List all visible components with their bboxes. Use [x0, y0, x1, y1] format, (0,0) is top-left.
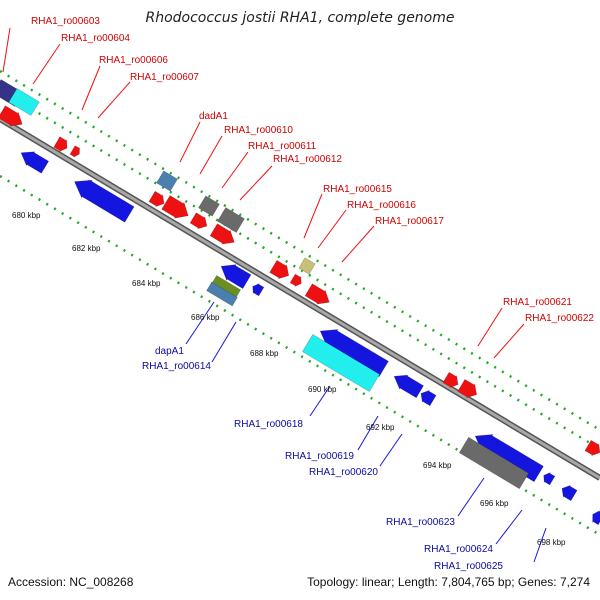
- gene-ro00607: [69, 145, 80, 158]
- scale-tick-label: 680 kbp: [12, 211, 41, 220]
- top-gene-label: RHA1_ro00616: [347, 200, 416, 211]
- top-gene-label: RHA1_ro00610: [224, 125, 293, 136]
- bottom-gene-labels: dapA1RHA1_ro00614RHA1_ro00618RHA1_ro0061…: [142, 346, 503, 572]
- bottom-leader-7: [533, 527, 547, 563]
- top-gene-label: RHA1_ro00607: [130, 72, 199, 83]
- gene-ro00614: [206, 281, 238, 307]
- gene-ro00626: [561, 484, 578, 502]
- gene-ro00622: [457, 378, 478, 399]
- gene-ro00620b: [420, 389, 437, 407]
- top-leader-12: [493, 323, 525, 359]
- scale-tick-label: 692 kbp: [366, 423, 395, 432]
- bottom-gene-label: RHA1_ro00619: [285, 451, 354, 462]
- gene-ro00610a: [148, 190, 165, 208]
- gene-ro00620: [393, 374, 424, 399]
- top-gene-labels: RHA1_ro00603RHA1_ro00604RHA1_ro00606RHA1…: [31, 16, 594, 324]
- top-leader-11: [477, 307, 503, 347]
- scale-tick-label: 696 kbp: [480, 499, 509, 508]
- top-leader-3: [97, 81, 131, 119]
- gene-ro00609: [74, 179, 135, 223]
- bottom-leader-2: [309, 385, 331, 417]
- top-leader-2: [81, 65, 101, 111]
- top-leader-10: [341, 225, 375, 263]
- bottom-leader-4: [379, 433, 403, 467]
- scale-tick-label: 686 kbp: [191, 313, 220, 322]
- gene-ro00605: [0, 105, 23, 127]
- gene-ro00606: [53, 136, 68, 153]
- gene-dada1: [156, 170, 178, 192]
- top-gene-label: RHA1_ro00617: [375, 216, 444, 227]
- bottom-gene-label: RHA1_ro00623: [386, 517, 455, 528]
- accession-text: Accession: NC_008268: [8, 575, 134, 589]
- map-title: Rhodococcus jostii RHA1, complete genome: [145, 10, 454, 26]
- gene-ro00613: [252, 282, 265, 297]
- gene-ro00611b: [189, 212, 208, 230]
- scale-tick-label: 694 kbp: [423, 461, 452, 470]
- gene-ro00617: [304, 283, 330, 305]
- bottom-gene-label: RHA1_ro00625: [434, 561, 503, 572]
- top-gene-label: RHA1_ro00603: [31, 16, 100, 27]
- gene-ro00623: [458, 436, 530, 490]
- scale-tick-label: 682 kbp: [72, 244, 101, 253]
- bottom-leader-6: [495, 509, 523, 545]
- bottom-leader-0: [185, 301, 215, 345]
- gene-ro00616: [298, 257, 316, 275]
- bottom-gene-label: RHA1_ro00620: [309, 467, 378, 478]
- gene-ro00614b: [269, 259, 290, 280]
- bottom-leader-5: [457, 477, 485, 517]
- scale-tick-label: 688 kbp: [250, 349, 279, 358]
- top-gene-label: RHA1_ro00611: [248, 141, 317, 152]
- bottom-gene-label: RHA1_ro00618: [234, 419, 303, 430]
- gene-dapa1: [220, 264, 252, 290]
- gene-ro00628: [592, 510, 600, 526]
- gene-ro00604: [8, 88, 40, 116]
- top-leader-9: [317, 209, 347, 249]
- genome-backbone: [0, 116, 600, 481]
- scale-tick-labels: 680 kbp 682 kbp 684 kbp 686 kbp 688 kbp 690 k…: [12, 211, 566, 547]
- gene-ro00615b: [289, 273, 302, 288]
- top-gene-label: dadA1: [199, 111, 228, 122]
- top-leader-6: [221, 151, 249, 189]
- gene-features: [0, 79, 600, 526]
- gene-ro00612: [217, 207, 245, 233]
- scale-tick-label: 690 kbp: [308, 385, 337, 394]
- bottom-leader-1: [211, 321, 237, 363]
- gene-ro00625: [543, 471, 556, 486]
- label-leader-lines: [2, 27, 547, 563]
- top-gene-label: RHA1_ro00622: [525, 313, 594, 324]
- gene-ro00608: [20, 151, 50, 174]
- top-leader-0: [2, 27, 11, 73]
- gene-ro00621: [442, 371, 459, 389]
- top-leader-8: [303, 193, 323, 239]
- top-leader-5: [199, 135, 223, 175]
- top-gene-label: RHA1_ro00621: [503, 297, 572, 308]
- gene-ro00611: [198, 195, 220, 217]
- topology-text: Topology: linear; Length: 7,804,765 bp; …: [307, 575, 590, 589]
- top-gene-label: RHA1_ro00604: [61, 33, 130, 44]
- top-gene-label: RHA1_ro00615: [323, 184, 392, 195]
- bottom-gene-label: dapA1: [155, 346, 184, 357]
- top-leader-4: [179, 121, 201, 163]
- top-gene-label: RHA1_ro00612: [273, 154, 342, 165]
- scale-tick-label: 684 kbp: [132, 279, 161, 288]
- gene-ro00618: [301, 333, 381, 393]
- top-gene-label: RHA1_ro00606: [99, 55, 168, 66]
- top-leader-1: [32, 43, 61, 85]
- gene-ro00612b: [209, 223, 235, 245]
- bottom-gene-label: RHA1_ro00614: [142, 361, 211, 372]
- top-leader-7: [239, 165, 273, 201]
- bottom-leader-3: [357, 415, 379, 451]
- scale-tick-label: 698 kbp: [537, 538, 566, 547]
- gene-ro00627: [584, 439, 600, 457]
- bottom-gene-label: RHA1_ro00624: [424, 544, 493, 555]
- gene-ro00610: [161, 195, 189, 219]
